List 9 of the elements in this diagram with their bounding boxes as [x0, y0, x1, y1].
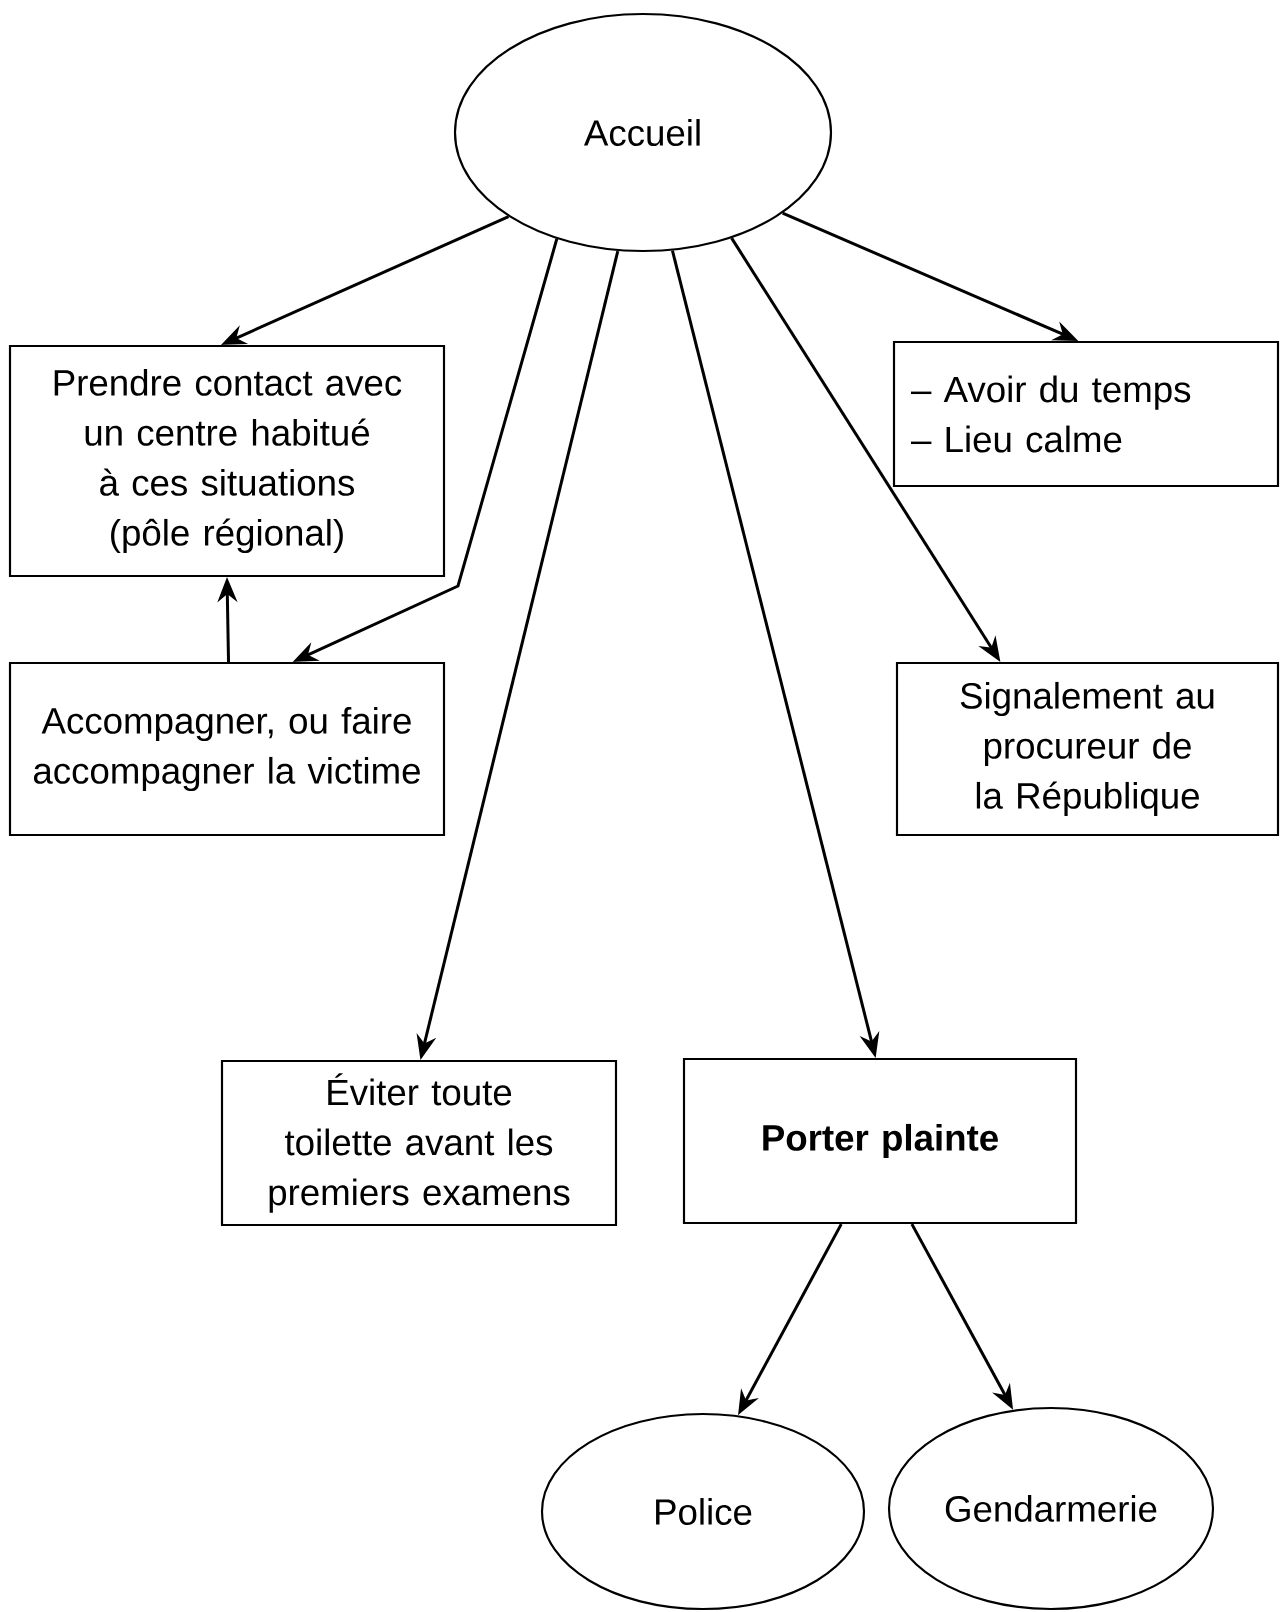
oval-node: Police [540, 1412, 866, 1611]
process-box: Porter plainte [682, 1057, 1078, 1225]
oval-node: Gendarmerie [887, 1406, 1215, 1611]
process-box: Éviter toute toilette avant les premiers examens [220, 1059, 618, 1227]
process-box: – Avoir du temps – Lieu calme [892, 340, 1280, 488]
process-box: Prendre contact avec un centre habitué à ces situations (pôle régional) [8, 344, 446, 578]
oval-node: Accueil [453, 12, 833, 253]
process-box: Accompagner, ou faire accompagner la victime [8, 661, 446, 837]
process-box: Signalement au procureur de la République [895, 661, 1280, 837]
